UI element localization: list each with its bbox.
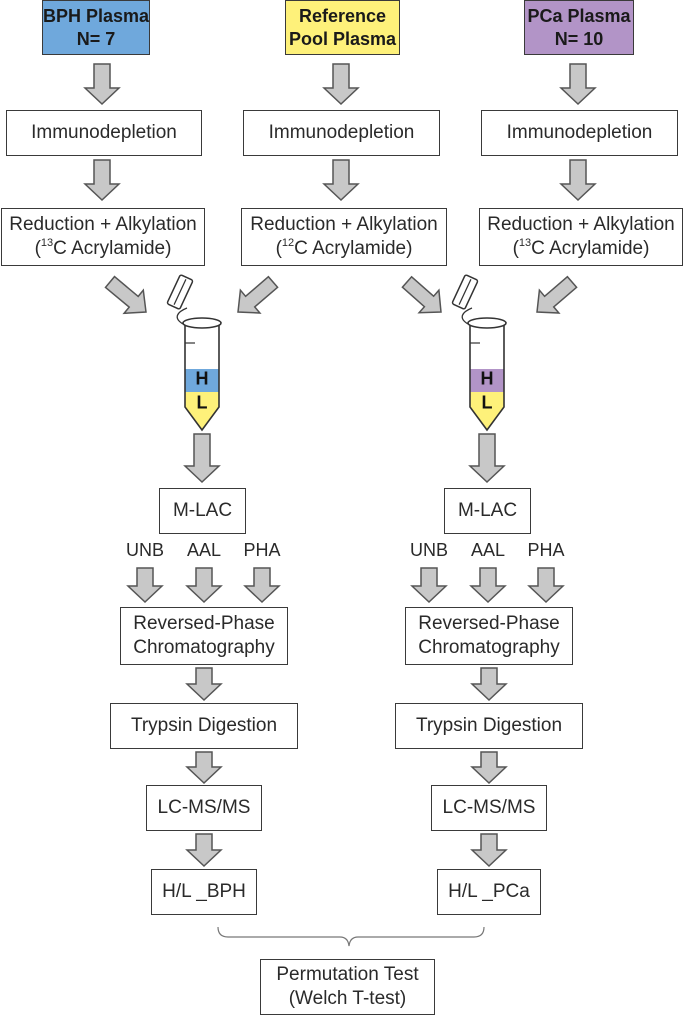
trypsin-digestion-box-left: Trypsin Digestion [110, 703, 298, 749]
trypsin-digestion-label: Trypsin Digestion [415, 715, 563, 736]
arrow-right-tube-to-mlac [468, 433, 506, 484]
reversed-phase-label: Reversed-Phase [418, 613, 560, 634]
lcms-label: LC-MS/MS [157, 797, 251, 818]
immunodepletion-box-bph: Immunodepletion [6, 110, 202, 156]
arrow-right-fraction-0 [410, 567, 448, 604]
arrow-lcms-to-ratio-right [470, 833, 508, 868]
reduction-alkylation-box-pca: Reduction + Alkylation (13C Acrylamide) [479, 208, 683, 266]
heavy-acrylamide-label: (13C Acrylamide) [34, 236, 172, 259]
bph-plasma-count: N= 7 [76, 28, 116, 49]
tube-right-cap [451, 274, 479, 310]
fraction-pha-left: PHA [243, 540, 281, 560]
bph-plasma-header: BPH Plasma N= 7 [42, 0, 150, 55]
arrow-bph-to-immunodepletion [83, 63, 121, 106]
tube-left-light-phase [185, 392, 219, 430]
mlac-box-right: M-LAC [444, 488, 531, 534]
tube-left-heavy-phase [185, 369, 219, 392]
immunodepletion-box-pca: Immunodepletion [481, 110, 678, 156]
tube-right-heavy-label: H [480, 368, 494, 389]
arrow-pca-to-right-tube [536, 275, 578, 314]
arrow-reference-to-left-tube [237, 275, 279, 314]
mlac-label: M-LAC [172, 500, 233, 521]
fraction-unb-right: UNB [409, 540, 449, 560]
arrow-rp-to-trypsin-right [470, 667, 508, 702]
welch-t-test-label: (Welch T-test) [288, 988, 407, 1009]
arrow-lcms-to-ratio-left [185, 833, 223, 868]
arrow-left-fraction-2 [243, 567, 281, 604]
tube-left-hinge [176, 307, 188, 325]
arrow-right-fraction-1 [469, 567, 507, 604]
lcms-box-left: LC-MS/MS [146, 785, 262, 831]
permutation-test-label: Permutation Test [276, 964, 419, 985]
immunodepletion-box-reference: Immunodepletion [243, 110, 440, 156]
fraction-unb-left: UNB [125, 540, 165, 560]
ratio-pca-box: H/L _PCa [437, 869, 541, 915]
reduction-alkylation-box-bph: Reduction + Alkylation (13C Acrylamide) [1, 208, 205, 266]
arrow-pca-to-immunodepletion [559, 63, 597, 106]
reversed-phase-label: Reversed-Phase [133, 613, 275, 634]
pca-plasma-header: PCa Plasma N= 10 [524, 0, 634, 55]
reference-plasma-subtitle: Pool Plasma [288, 28, 397, 49]
reduction-alkylation-box-reference: Reduction + Alkylation (12C Acrylamide) [241, 208, 447, 266]
arrow-rp-to-trypsin-left [185, 667, 223, 702]
reversed-phase-box-left: Reversed-Phase Chromatography [120, 607, 288, 665]
tube-right-light-label: L [481, 392, 493, 413]
arrow-immunodepletion-to-reduction-bph [83, 159, 121, 202]
tube-right-outline [469, 324, 505, 432]
immunodepletion-label: Immunodepletion [31, 122, 177, 143]
tube-left-light-label: L [196, 392, 208, 413]
arrow-left-tube-to-mlac [183, 433, 221, 484]
reduction-alkylation-label: Reduction + Alkylation [487, 214, 675, 235]
fraction-aal-right: AAL [470, 540, 506, 560]
lcms-label: LC-MS/MS [442, 797, 536, 818]
lcms-box-right: LC-MS/MS [431, 785, 547, 831]
permutation-test-box: Permutation Test (Welch T-test) [260, 959, 435, 1015]
immunodepletion-label: Immunodepletion [506, 122, 653, 143]
chromatography-label: Chromatography [133, 637, 275, 658]
reduction-alkylation-label: Reduction + Alkylation [250, 214, 438, 235]
reference-pool-plasma-header: Reference Pool Plasma [285, 0, 400, 55]
arrow-left-fraction-0 [126, 567, 164, 604]
arrow-immunodepletion-to-reduction-reference [322, 159, 360, 202]
tube-left-cap [166, 274, 194, 310]
ratio-bph-box: H/L _BPH [151, 869, 257, 915]
tube-right-light-phase [470, 392, 504, 430]
tube-right-hinge [461, 307, 473, 325]
arrow-bph-to-tube [104, 275, 147, 315]
arrow-left-fraction-1 [185, 567, 223, 604]
immunodepletion-label: Immunodepletion [268, 122, 415, 143]
ratio-bph-label: H/L _BPH [162, 881, 246, 902]
trypsin-digestion-box-right: Trypsin Digestion [395, 703, 583, 749]
fraction-pha-right: PHA [527, 540, 565, 560]
light-acrylamide-label: (12C Acrylamide) [275, 236, 413, 259]
ratio-pca-label: H/L _PCa [448, 881, 530, 902]
heavy-acrylamide-label: (13C Acrylamide) [512, 236, 650, 259]
pca-plasma-count: N= 10 [554, 28, 604, 49]
pca-plasma-title: PCa Plasma [527, 5, 631, 26]
arrow-reference-to-right-tube [401, 275, 442, 314]
arrow-trypsin-to-lcms-left [185, 751, 223, 785]
reduction-alkylation-label: Reduction + Alkylation [9, 214, 197, 235]
tube-left-heavy-label: H [195, 368, 209, 389]
arrow-immunodepletion-to-reduction-pca [559, 159, 597, 202]
tube-right-heavy-phase [470, 369, 504, 392]
arrow-right-fraction-2 [527, 567, 565, 604]
tube-right-rim [467, 317, 507, 329]
reversed-phase-box-right: Reversed-Phase Chromatography [405, 607, 573, 665]
mlac-box-left: M-LAC [159, 488, 246, 534]
tube-left-outline [184, 324, 220, 432]
results-bracket [217, 926, 485, 947]
trypsin-digestion-label: Trypsin Digestion [130, 715, 278, 736]
chromatography-label: Chromatography [418, 637, 560, 658]
arrow-reference-to-immunodepletion [322, 63, 360, 106]
fraction-aal-left: AAL [186, 540, 222, 560]
mlac-label: M-LAC [457, 500, 518, 521]
reference-plasma-title: Reference [298, 5, 387, 26]
tube-left-rim [182, 317, 222, 329]
bph-plasma-title: BPH Plasma [42, 5, 150, 26]
arrow-trypsin-to-lcms-right [470, 751, 508, 785]
